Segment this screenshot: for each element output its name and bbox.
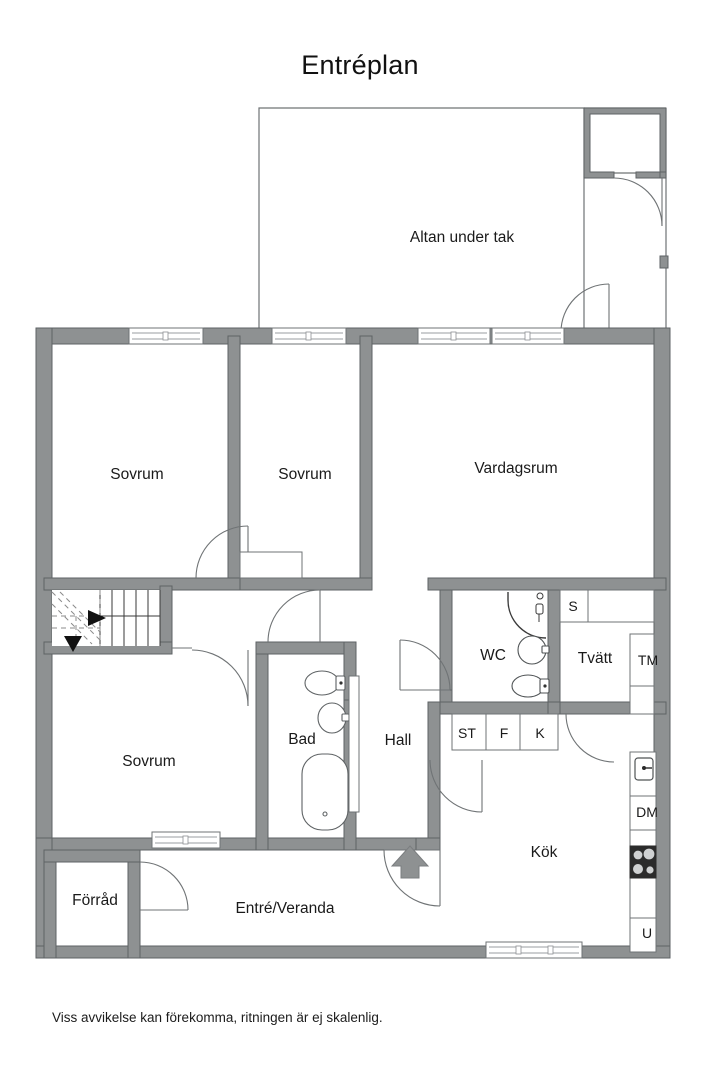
room-label-bad: Bad — [288, 731, 316, 748]
window-sovrum-2 — [271, 327, 347, 345]
appliance-label-stadskap: ST — [458, 725, 476, 741]
windows — [128, 327, 583, 959]
altan-outline — [258, 107, 667, 333]
room-label-vardagsrum: Vardagsrum — [474, 460, 557, 477]
window-vardagsrum-b — [491, 327, 565, 345]
wc-toilet-icon — [511, 674, 550, 698]
door-sovrum-3 — [172, 647, 249, 707]
box-kyl — [519, 713, 559, 751]
door-kok — [429, 759, 483, 813]
box-torktumlare — [629, 633, 655, 687]
room-label-sovrum-1: Sovrum — [110, 466, 163, 483]
room-label-kok: Kök — [531, 844, 558, 861]
door-wc — [399, 639, 451, 691]
appliance-label-torktumlare: TM — [638, 652, 658, 668]
box-counter-1 — [629, 829, 657, 847]
altan-corner-door — [613, 177, 663, 227]
altan-corner-structure — [583, 107, 667, 179]
door-forrad — [139, 861, 189, 911]
bath-sink-icon — [317, 702, 350, 734]
box-skafferi — [559, 589, 589, 623]
staircase — [51, 590, 161, 652]
wc-shower-icon — [507, 592, 547, 639]
room-label-sovrum-3: Sovrum — [122, 753, 175, 770]
bath-toilet-icon — [304, 670, 346, 696]
door-bad — [267, 589, 321, 643]
box-tvatt-extra — [629, 685, 655, 715]
appliance-label-diskmaskin: DM — [636, 804, 658, 820]
altan-right-wall-stub — [659, 255, 669, 269]
door-tvatt — [565, 713, 615, 763]
room-label-entre: Entré/Veranda — [235, 900, 334, 917]
box-frys — [485, 713, 521, 751]
bad-fixtures — [301, 670, 360, 831]
appliance-label-frys: F — [500, 725, 509, 741]
window-kok — [485, 941, 583, 959]
box-tvatt-counter — [587, 589, 655, 623]
altan-living-door — [560, 283, 610, 333]
kitchen-sink-icon — [634, 757, 654, 781]
appliance-label-ugn: U — [642, 925, 652, 941]
room-label-hall: Hall — [385, 732, 412, 749]
room-label-sovrum-2: Sovrum — [278, 466, 331, 483]
stove-icon — [629, 845, 657, 879]
room-labels: Altan under tak Sovrum Sovrum Vardagsrum… — [72, 229, 613, 917]
appliance-label-kyl: K — [535, 725, 545, 741]
box-diskmaskin — [629, 795, 657, 831]
room-label-altan: Altan under tak — [410, 229, 515, 246]
wc-sink-icon — [517, 635, 550, 665]
bath-tub-icon — [301, 753, 349, 831]
box-counter-2 — [629, 877, 657, 919]
room-label-tvatt: Tvätt — [578, 650, 613, 667]
appliance-boxes — [451, 589, 657, 953]
box-stadskap — [451, 713, 487, 751]
wc-fixtures — [507, 592, 550, 698]
door-sovrum-2 — [239, 551, 303, 579]
plan-caption: Viss avvikelse kan förekomma, ritningen … — [52, 1010, 383, 1025]
page-title: Entréplan — [301, 50, 419, 80]
window-vardagsrum-a — [417, 327, 491, 345]
appliance-label-skafferi: S — [568, 598, 577, 614]
window-sovrum-3 — [151, 831, 221, 849]
appliance-labels: S TM ST F K DM U — [458, 598, 658, 941]
entrance-arrow-icon — [390, 845, 430, 879]
window-sovrum-1 — [128, 327, 204, 345]
doors — [139, 525, 615, 911]
box-ugn — [629, 917, 657, 953]
room-label-forrad: Förråd — [72, 892, 118, 909]
room-label-wc: WC — [480, 647, 506, 664]
